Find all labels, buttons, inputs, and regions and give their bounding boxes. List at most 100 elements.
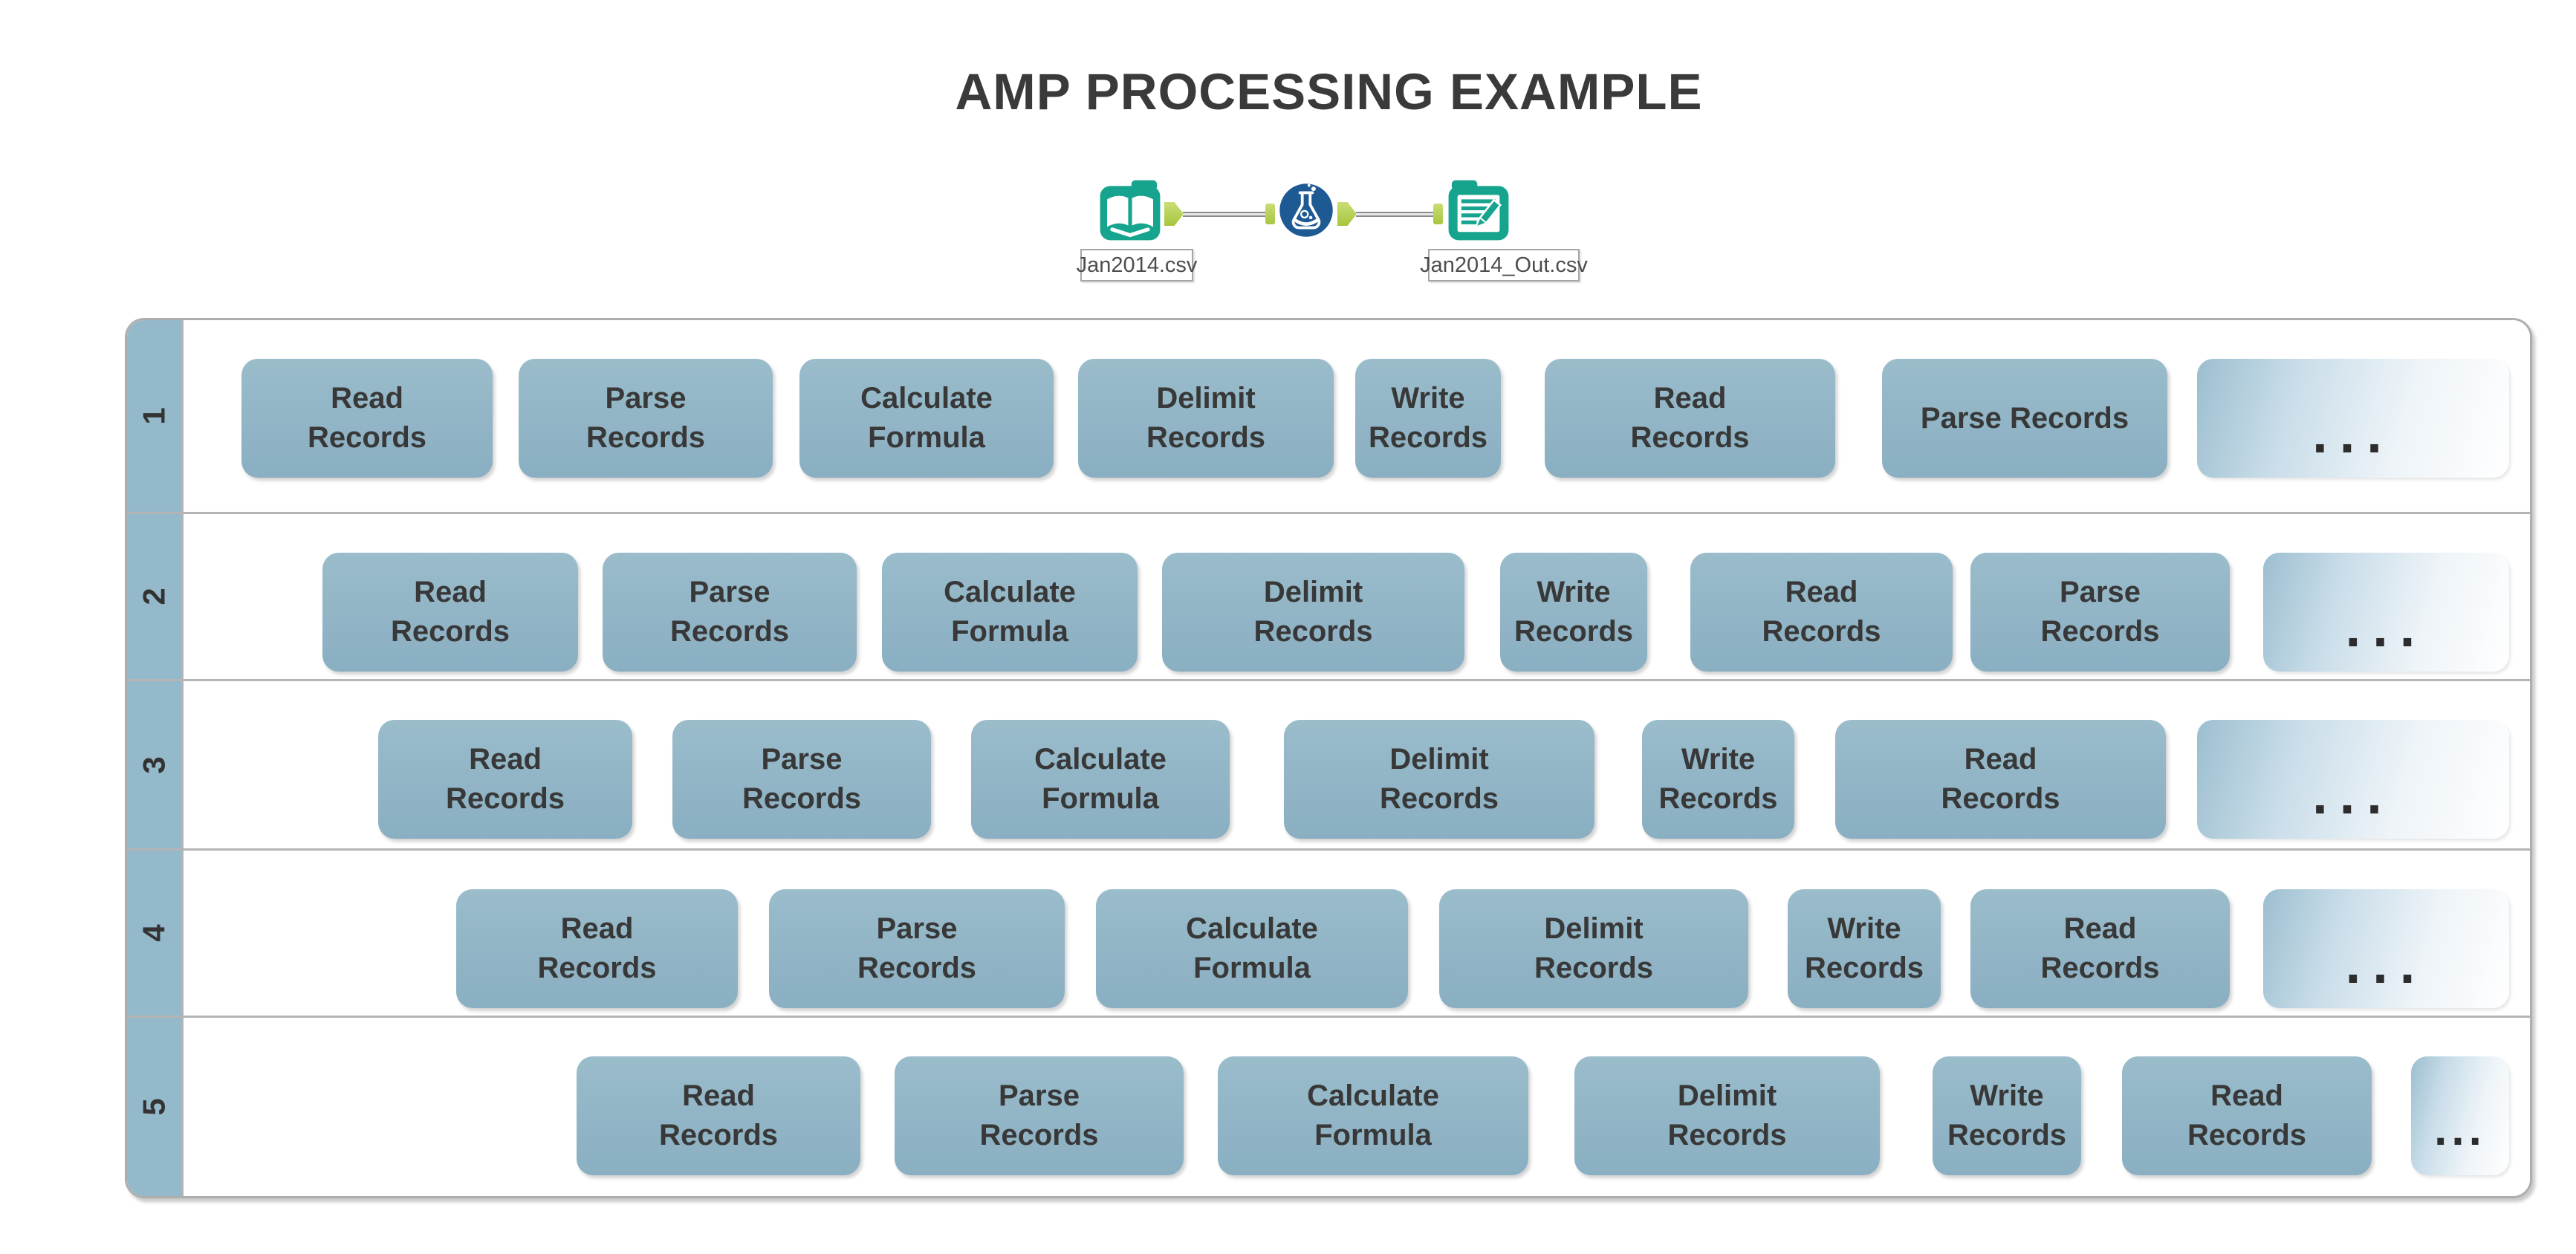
ellipsis-box: ... (2263, 553, 2509, 672)
ellipsis-label: ... (2434, 1104, 2486, 1155)
process-box: Delimit Records (1574, 1056, 1880, 1175)
process-box: Read Records (456, 889, 738, 1008)
swimlane-row-4: 4 Read Records Parse Records Calculate Form… (127, 848, 2530, 1016)
process-box-label: Read Records (1630, 382, 1750, 454)
process-box-label: Write Records (1804, 912, 1924, 984)
process-box-label: Parse Records (585, 382, 706, 454)
process-box: Write Records (1500, 553, 1647, 672)
process-box-label: Read Records (390, 576, 510, 648)
process-box-label: Write Records (1658, 743, 1778, 815)
process-box: Read Records (1835, 720, 2166, 839)
input-anchor-icon (1265, 204, 1275, 224)
process-box: Delimit Records (1162, 553, 1464, 672)
output-data-icon (1447, 178, 1511, 242)
process-box-label: Delimit Records (1534, 912, 1654, 984)
connector-wire (1183, 212, 1274, 217)
process-box-label: Read Records (1941, 743, 2060, 815)
swimlane-row-5: 5 Read Records Parse Records Calculate Form… (127, 1016, 2530, 1196)
process-box: Delimit Records (1284, 720, 1594, 839)
process-box-label: Delimit Records (1146, 382, 1266, 454)
formula-flask-icon (1278, 182, 1334, 238)
process-box: Delimit Records (1078, 359, 1334, 478)
process-box: Calculate Formula (1218, 1056, 1528, 1175)
process-box-label: Delimit Records (1253, 576, 1373, 648)
lane-body: Read Records Parse Records Calculate Formu… (184, 514, 2530, 679)
input-data-icon (1098, 178, 1162, 242)
lane-body: Read Records Parse Records Calculate Formu… (184, 851, 2530, 1016)
process-box: Parse Records (603, 553, 857, 672)
lane-number-label: 2 (136, 588, 172, 605)
lane-number-label: 5 (136, 1098, 172, 1116)
process-box-label: Parse Records (742, 743, 862, 815)
process-box: Read Records (1545, 359, 1835, 478)
process-box-label: Write Records (1514, 576, 1634, 648)
process-box-label: Parse Records (1920, 401, 2129, 435)
process-box: Calculate Formula (799, 359, 1054, 478)
lane-number-label: 3 (136, 756, 172, 774)
process-box-label: Read Records (537, 912, 657, 984)
process-box: Read Records (378, 720, 632, 839)
process-box-label: Read Records (2187, 1079, 2307, 1151)
ellipsis-label: ... (2312, 403, 2394, 464)
ellipsis-label: ... (2312, 764, 2394, 825)
output-file-annotation: Jan2014_Out.csv (1420, 249, 1588, 282)
ellipsis-label: ... (2345, 597, 2427, 658)
process-box-label: Write Records (1947, 1079, 2067, 1151)
ellipsis-box: ... (2197, 359, 2509, 478)
lane-number-cell: 1 (127, 320, 184, 512)
process-box-label: Read Records (1762, 576, 1881, 648)
swimlane-row-1: 1 Read Records Parse Records Calculate Form… (127, 320, 2530, 512)
lane-number-cell: 3 (127, 681, 184, 848)
lane-number-label: 1 (136, 407, 172, 425)
process-box: Calculate Formula (971, 720, 1230, 839)
lane-body: Read Records Parse Records Calculate Formu… (184, 320, 2530, 512)
swimlane-row-2: 2 Read Records Parse Records Calculate Form… (127, 512, 2530, 679)
process-box-label: Parse Records (979, 1079, 1099, 1151)
process-box: Read Records (1970, 889, 2230, 1008)
process-box-label: Delimit Records (1667, 1079, 1787, 1151)
process-box-label: Read Records (445, 743, 565, 815)
process-box: Parse Records (1882, 359, 2167, 478)
process-box: Parse Records (769, 889, 1065, 1008)
output-anchor-icon (1337, 202, 1357, 226)
process-box-label: Parse Records (2040, 576, 2160, 648)
process-box: Read Records (577, 1056, 860, 1175)
process-box: Parse Records (1970, 553, 2230, 672)
process-box: Parse Records (895, 1056, 1184, 1175)
process-box-label: Read Records (2040, 912, 2160, 984)
lane-number-label: 4 (136, 924, 172, 942)
lane-number-cell: 2 (127, 514, 184, 679)
process-box-label: Calculate Formula (860, 382, 993, 454)
process-box: Read Records (1690, 553, 1953, 672)
input-file-annotation: Jan2014.csv (1077, 249, 1197, 282)
process-box-label: Parse Records (857, 912, 977, 984)
process-box-label: Read Records (307, 382, 427, 454)
process-box: Calculate Formula (1096, 889, 1408, 1008)
connector-wire (1356, 212, 1438, 217)
process-box-label: Calculate Formula (1307, 1079, 1439, 1151)
process-box: Read Records (2122, 1056, 2372, 1175)
swimlane-row-3: 3 Read Records Parse Records Calculate Form… (127, 679, 2530, 848)
process-box: Read Records (241, 359, 493, 478)
process-box-label: Delimit Records (1379, 743, 1499, 815)
process-box-label: Calculate Formula (1034, 743, 1167, 815)
process-box: Calculate Formula (882, 553, 1138, 672)
process-box: Delimit Records (1439, 889, 1748, 1008)
process-box-label: Read Records (658, 1079, 779, 1151)
ellipsis-label: ... (2345, 933, 2427, 995)
process-box-label: Calculate Formula (1186, 912, 1318, 984)
process-box: Parse Records (519, 359, 773, 478)
ellipsis-box: ... (2263, 889, 2509, 1008)
process-box: Parse Records (672, 720, 931, 839)
process-box-label: Calculate Formula (944, 576, 1076, 648)
output-anchor-icon (1164, 202, 1184, 226)
lane-body: Read Records Parse Records Calculate Formu… (184, 1018, 2530, 1196)
process-box: Write Records (1933, 1056, 2081, 1175)
process-box-label: Parse Records (669, 576, 790, 648)
process-box: Read Records (322, 553, 578, 672)
input-anchor-icon (1433, 204, 1443, 224)
ellipsis-box: ... (2411, 1056, 2509, 1175)
lane-body: Read Records Parse Records Calculate Formu… (184, 681, 2530, 848)
lane-number-cell: 5 (127, 1018, 184, 1196)
